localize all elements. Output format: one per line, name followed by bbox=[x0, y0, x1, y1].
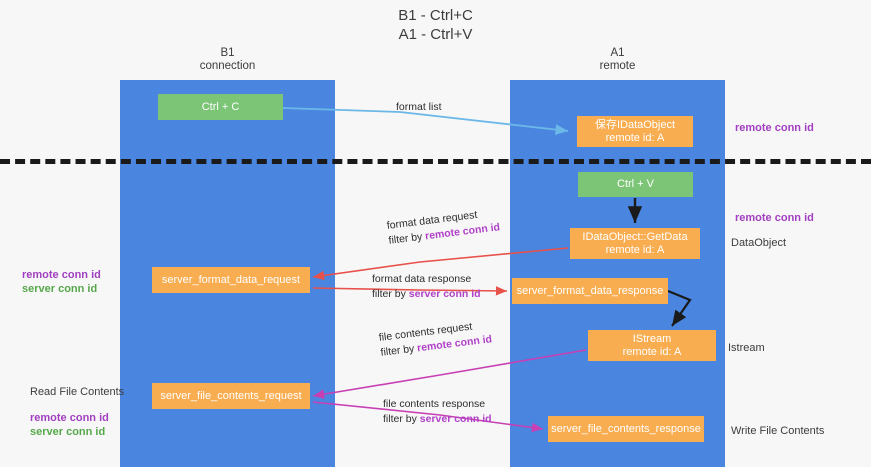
node-save-idataobject-label: 保存IDataObject bbox=[594, 118, 676, 131]
node-istream[interactable]: IStream remote id: A bbox=[588, 330, 716, 361]
side-label-dataobject-text: DataObject bbox=[731, 237, 787, 249]
side-label-remote-conn-id-middle-text: remote conn id bbox=[735, 212, 814, 224]
edge-label-format-list: format list bbox=[396, 100, 442, 115]
node-server-format-data-response[interactable]: server_format_data_response bbox=[512, 278, 668, 304]
node-istream-label: IStream bbox=[632, 332, 672, 345]
node-save-idataobject[interactable]: 保存IDataObject remote id: A bbox=[577, 116, 693, 147]
node-server-file-contents-request-label: server_file_contents_request bbox=[160, 389, 302, 402]
edge-label-file-contents-response: file contents response filter by server … bbox=[383, 397, 492, 427]
side-label-remote-conn-id-middle: remote conn id bbox=[735, 211, 814, 225]
side-label-left-bottom-line2: server conn id bbox=[30, 426, 106, 438]
side-label-write-file-contents: Write File Contents bbox=[731, 424, 824, 438]
edge-label-file-contents-request: file contents request filter by remote c… bbox=[378, 317, 493, 360]
filter-by-text: filter by bbox=[383, 413, 420, 425]
edge-label-file-contents-response-line2: filter by server conn id bbox=[383, 412, 492, 427]
node-server-file-contents-request[interactable]: server_file_contents_request bbox=[152, 383, 310, 409]
side-label-istream-text: Istream bbox=[728, 342, 765, 354]
filter-by-accent: server conn id bbox=[419, 413, 492, 425]
side-label-left-bottom-line1: remote conn id bbox=[30, 412, 109, 424]
node-server-format-data-response-label: server_format_data_response bbox=[516, 284, 664, 297]
section-divider bbox=[0, 159, 871, 164]
node-idataobject-getdata-label: IDataObject::GetData bbox=[582, 230, 688, 243]
side-label-remote-conn-id-top: remote conn id bbox=[735, 121, 814, 135]
filter-by-text: filter by bbox=[387, 230, 426, 247]
node-ctrl-v[interactable]: Ctrl + V bbox=[578, 172, 693, 197]
node-ctrl-c[interactable]: Ctrl + C bbox=[158, 94, 283, 120]
node-save-idataobject-subtext: remote id: A bbox=[605, 131, 665, 144]
side-label-left-middle: remote conn id server conn id bbox=[22, 268, 101, 296]
node-idataobject-getdata-subtext: remote id: A bbox=[605, 243, 665, 256]
side-label-write-file-contents-text: Write File Contents bbox=[731, 425, 825, 437]
node-server-file-contents-response[interactable]: server_file_contents_response bbox=[548, 416, 704, 442]
node-server-file-contents-response-label: server_file_contents_response bbox=[551, 422, 701, 435]
side-label-read-file-contents: Read File Contents bbox=[30, 386, 125, 398]
edge-label-format-data-request: format data request filter by remote con… bbox=[386, 205, 501, 248]
side-label-dataobject: DataObject bbox=[731, 236, 786, 250]
node-server-format-data-request-label: server_format_data_request bbox=[161, 273, 301, 286]
lane-title-b1: B1 connection bbox=[120, 47, 335, 73]
node-server-format-data-request[interactable]: server_format_data_request bbox=[152, 267, 310, 293]
page-title: B1 - Ctrl+C A1 - Ctrl+V bbox=[0, 6, 871, 44]
side-label-istream: Istream bbox=[728, 341, 765, 355]
lane-title-a1-name: A1 bbox=[610, 47, 625, 59]
lane-title-a1: A1 remote bbox=[510, 47, 725, 73]
filter-by-text: filter by bbox=[372, 288, 409, 300]
lane-title-b1-subtitle: connection bbox=[199, 60, 256, 72]
filter-by-text: filter by bbox=[379, 342, 418, 359]
filter-by-accent: server conn id bbox=[408, 288, 481, 300]
side-label-left-bottom: Read File Contents remote conn id server… bbox=[30, 385, 124, 439]
side-label-remote-conn-id-top-text: remote conn id bbox=[735, 122, 814, 134]
page-title-line2: A1 - Ctrl+V bbox=[398, 26, 473, 43]
side-label-left-middle-line2: server conn id bbox=[22, 283, 98, 295]
node-ctrl-c-label: Ctrl + C bbox=[201, 100, 240, 113]
lane-title-a1-subtitle: remote bbox=[599, 60, 636, 72]
edge-label-format-data-response: format data response filter by server co… bbox=[372, 272, 481, 302]
node-ctrl-v-label: Ctrl + V bbox=[617, 178, 654, 190]
edge-label-format-data-response-line2: filter by server conn id bbox=[372, 287, 481, 302]
side-label-left-middle-line1: remote conn id bbox=[22, 269, 101, 281]
edge-label-format-data-response-line1: format data response bbox=[372, 273, 472, 285]
edge-label-file-contents-response-line1: file contents response bbox=[383, 398, 486, 410]
node-istream-subtext: remote id: A bbox=[622, 345, 682, 358]
edge-label-format-list-line1: format list bbox=[396, 101, 442, 113]
page-title-line1: B1 - Ctrl+C bbox=[398, 7, 473, 24]
lane-title-b1-name: B1 bbox=[220, 47, 235, 59]
node-idataobject-getdata[interactable]: IDataObject::GetData remote id: A bbox=[570, 228, 700, 259]
